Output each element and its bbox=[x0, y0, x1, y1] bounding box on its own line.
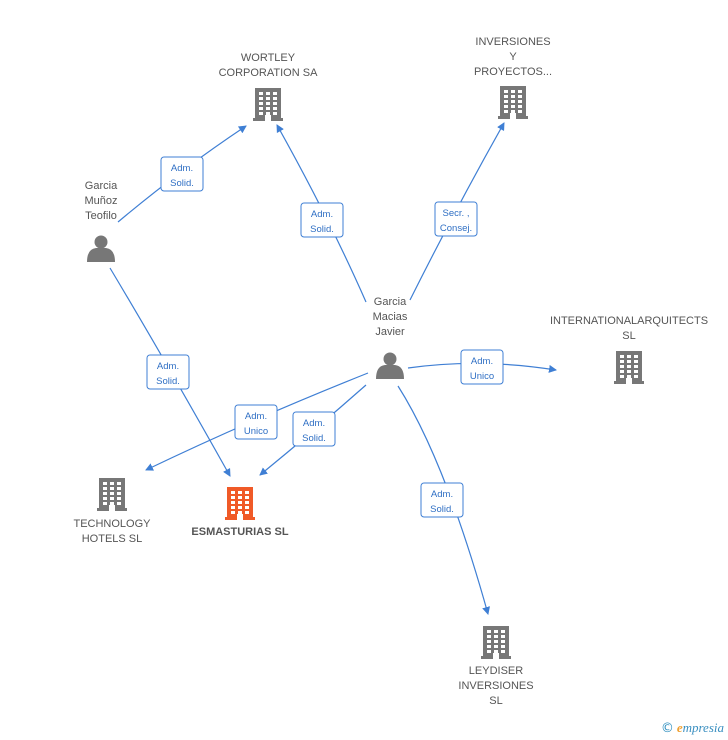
node-label: SL bbox=[489, 695, 502, 707]
edge-role-text: Adm. bbox=[311, 209, 333, 220]
building-icon bbox=[498, 86, 528, 119]
node-label: TECHNOLOGY bbox=[73, 518, 151, 530]
building-icon bbox=[225, 487, 255, 520]
node-label: SL bbox=[622, 330, 635, 342]
node-label: Javier bbox=[375, 326, 405, 338]
edge-javier-esmasturias: Adm. Solid. bbox=[259, 384, 367, 476]
edge-role-text: Adm. bbox=[431, 489, 453, 500]
node-label: HOTELS SL bbox=[82, 533, 143, 545]
node-label: INVERSIONES bbox=[475, 36, 550, 48]
edge-role-text: Solid. bbox=[310, 224, 334, 235]
nodes-layer: WORTLEY CORPORATION SA INVERSIONES Y PROYECT… bbox=[73, 36, 708, 707]
edge-role-text: Adm. bbox=[245, 411, 267, 422]
edge-role-label[interactable]: Adm. Solid. bbox=[146, 354, 190, 390]
edge-role-label[interactable]: Adm. Solid. bbox=[420, 482, 464, 518]
footer-brand: © empresia bbox=[661, 720, 724, 736]
node-label: CORPORATION SA bbox=[219, 67, 318, 79]
person-icon bbox=[376, 352, 404, 379]
edge-role-label[interactable]: Adm. Solid. bbox=[292, 411, 336, 447]
node-label: Garcia bbox=[374, 296, 407, 308]
edge-role-text: Adm. bbox=[171, 163, 193, 174]
building-icon bbox=[253, 88, 283, 121]
edge-role-text: Solid. bbox=[302, 433, 326, 444]
edge-role-text: Adm. bbox=[157, 361, 179, 372]
node-label: Teofilo bbox=[85, 210, 117, 222]
node-label: Y bbox=[509, 51, 517, 63]
edge-role-label[interactable]: Adm. Unico bbox=[234, 404, 278, 440]
edge-role-text: Adm. bbox=[303, 418, 325, 429]
node-inversiones[interactable]: INVERSIONES Y PROYECTOS... bbox=[474, 36, 552, 119]
node-label: ESMASTURIAS SL bbox=[191, 526, 288, 538]
edge-teofilo-wortley: Adm. Solid. bbox=[117, 125, 247, 223]
edge-javier-inversiones: Secr. , Consej. bbox=[409, 122, 505, 301]
building-icon bbox=[481, 626, 511, 659]
edge-role-text: Solid. bbox=[170, 178, 194, 189]
node-label: Garcia bbox=[85, 180, 118, 192]
node-label: WORTLEY bbox=[241, 52, 296, 64]
person-icon bbox=[87, 235, 115, 262]
copyright-symbol: © bbox=[660, 720, 674, 736]
edge-javier-wortley: Adm. Solid. bbox=[276, 124, 367, 303]
node-label: LEYDISER bbox=[469, 665, 523, 677]
node-label: PROYECTOS... bbox=[474, 66, 552, 78]
node-label: INVERSIONES bbox=[458, 680, 533, 692]
node-international[interactable]: INTERNATIONALARQUITECTS SL bbox=[550, 315, 708, 384]
node-wortley[interactable]: WORTLEY CORPORATION SA bbox=[219, 52, 318, 121]
edge-role-label[interactable]: Secr. , Consej. bbox=[434, 201, 478, 237]
edge-role-text: Solid. bbox=[430, 504, 454, 515]
building-icon bbox=[97, 478, 127, 511]
edge-role-text: Unico bbox=[470, 371, 494, 382]
edge-role-text: Consej. bbox=[440, 223, 472, 234]
edge-javier-leydiser: Adm. Solid. bbox=[397, 385, 490, 615]
node-label: Macias bbox=[373, 311, 408, 323]
brand-logo[interactable]: empresia bbox=[676, 720, 724, 735]
node-technology[interactable]: TECHNOLOGY HOTELS SL bbox=[73, 478, 151, 545]
edge-role-label[interactable]: Adm. Solid. bbox=[300, 202, 344, 238]
edges-layer: Adm. Solid. Adm. Solid. Secr. , Consej. Adm. Un… bbox=[109, 122, 557, 615]
edge-line bbox=[397, 385, 490, 615]
building-icon bbox=[614, 351, 644, 384]
edge-javier-international: Adm. Unico bbox=[407, 349, 557, 385]
edge-teofilo-esmasturias: Adm. Solid. bbox=[109, 267, 231, 477]
edge-role-text: Unico bbox=[244, 426, 268, 437]
edge-javier-technology: Adm. Unico bbox=[145, 372, 369, 471]
edge-role-text: Solid. bbox=[156, 376, 180, 387]
edge-role-text: Adm. bbox=[471, 356, 493, 367]
edge-role-text: Secr. , bbox=[443, 208, 470, 219]
node-leydiser[interactable]: LEYDISER INVERSIONES SL bbox=[458, 626, 534, 707]
node-label: Muñoz bbox=[84, 195, 117, 207]
node-label: INTERNATIONALARQUITECTS bbox=[550, 315, 708, 327]
edge-role-label[interactable]: Adm. Unico bbox=[460, 349, 504, 385]
node-esmasturias[interactable]: ESMASTURIAS SL bbox=[191, 487, 289, 538]
edge-role-label[interactable]: Adm. Solid. bbox=[160, 156, 204, 192]
